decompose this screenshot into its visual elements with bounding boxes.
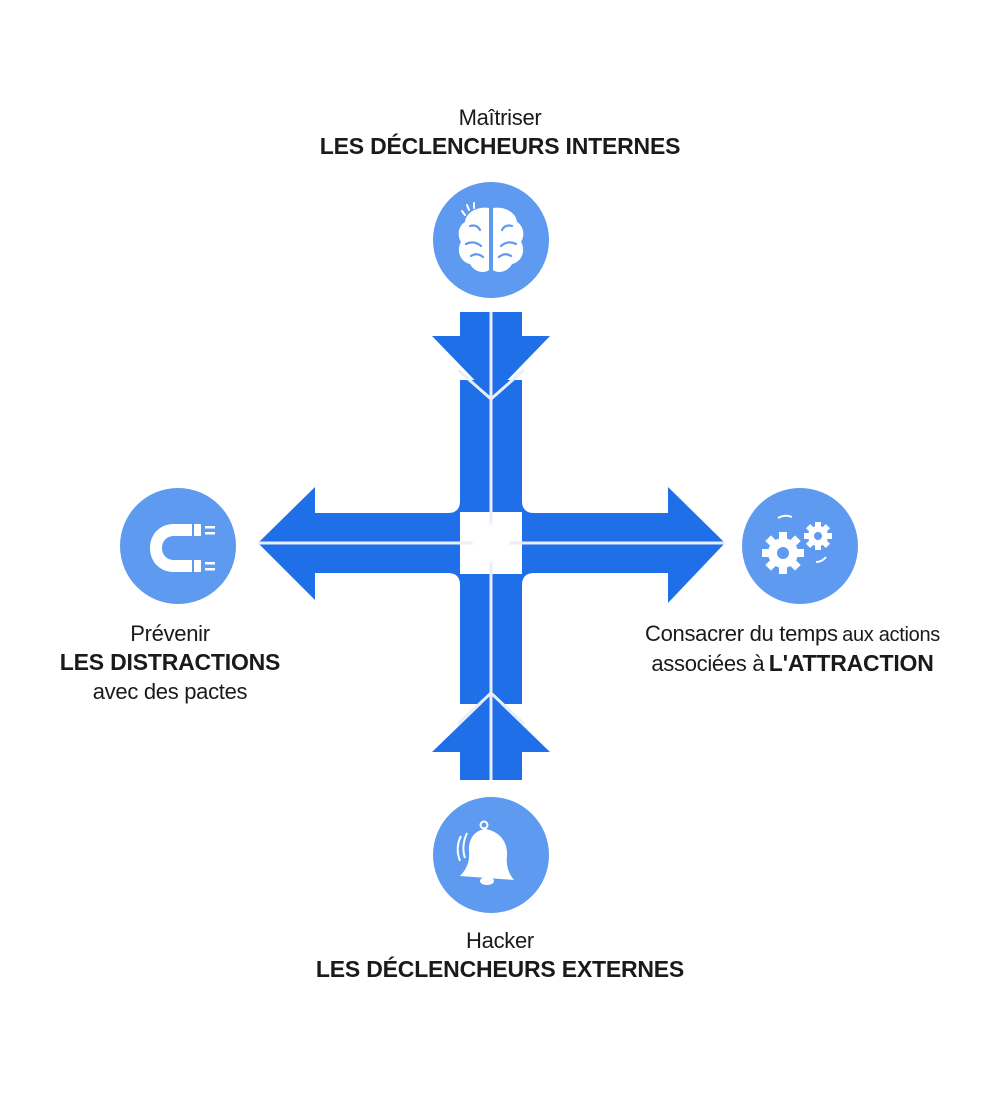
left-label-verb: Prévenir xyxy=(130,621,210,646)
magnet-icon xyxy=(150,524,215,572)
gears-icon-badge xyxy=(742,488,858,604)
bell-icon xyxy=(456,820,514,885)
bottom-label-verb: Hacker xyxy=(466,928,534,953)
left-label-title: LES DISTRACTIONS xyxy=(59,649,281,676)
bell-icon-badge xyxy=(433,797,549,913)
left-label-suffix: avec des pactes xyxy=(92,678,248,704)
right-label-title: L'ATTRACTION xyxy=(768,649,934,676)
bottom-label: Hacker LES DÉCLENCHEURS EXTERNES xyxy=(250,927,750,985)
left-label: Prévenir LES DISTRACTIONS avec des pacte… xyxy=(30,620,310,706)
right-label-verb-cont: aux actions xyxy=(842,624,940,646)
bottom-label-title: LES DÉCLENCHEURS EXTERNES xyxy=(315,956,685,983)
top-label: Maîtriser LES DÉCLENCHEURS INTERNES xyxy=(250,104,750,162)
magnet-icon-badge xyxy=(120,488,236,604)
brain-icon-badge xyxy=(433,182,549,298)
gears-icon xyxy=(762,514,832,574)
brain-icon xyxy=(458,202,524,272)
right-outward-arrow xyxy=(522,487,725,603)
right-label: Consacrer du temps aux actions associées… xyxy=(600,620,985,678)
right-label-prefix: associées à xyxy=(651,650,765,676)
right-label-verb: Consacrer du temps xyxy=(644,621,838,646)
top-label-verb: Maîtriser xyxy=(458,105,542,130)
top-label-title: LES DÉCLENCHEURS INTERNES xyxy=(319,133,681,160)
center-sparkle xyxy=(470,522,512,564)
